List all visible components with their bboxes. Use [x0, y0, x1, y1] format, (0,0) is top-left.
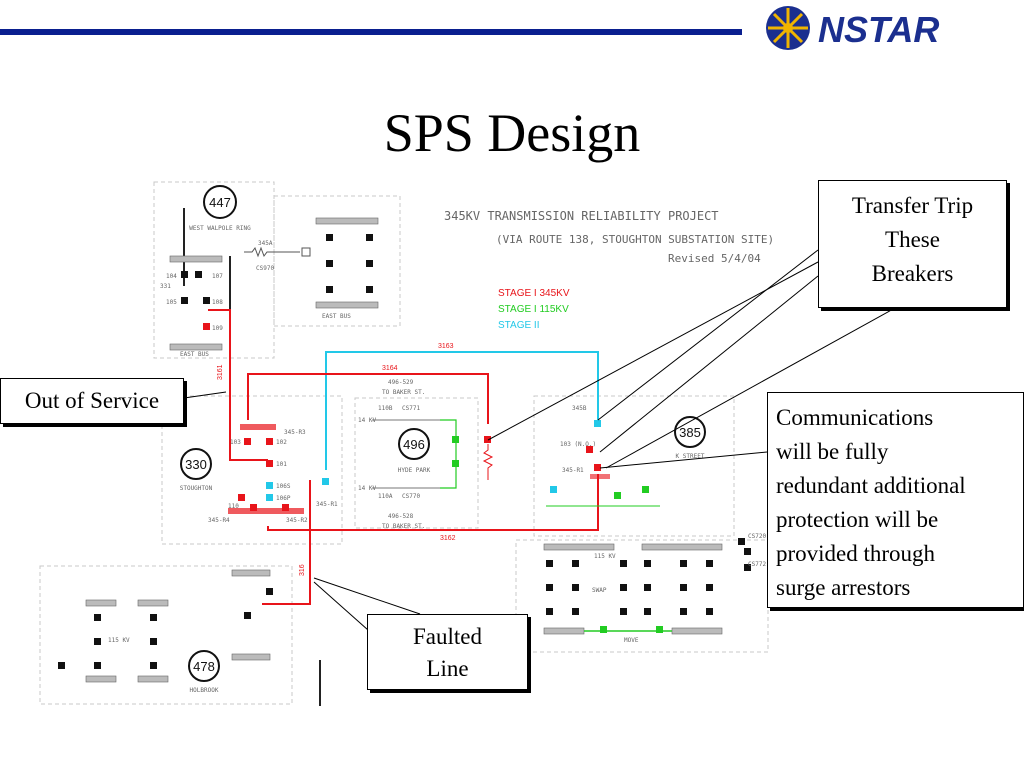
logo-text: NSTAR	[818, 9, 939, 50]
callout-transfer-line-2: These	[885, 227, 940, 252]
line-316	[262, 480, 311, 605]
line-3164	[247, 373, 489, 424]
swap-label: SWAP	[592, 587, 607, 594]
breaker-104: 104	[166, 273, 177, 280]
breaker-345-r3: 345-R3	[284, 429, 306, 436]
breaker-cs771: CS771	[402, 405, 420, 412]
breaker-cs720: CS720	[748, 533, 766, 540]
header-rule	[0, 29, 742, 35]
callout-comm-line-2: will be fully	[776, 439, 889, 464]
hyde-park-bus-top: 496-529	[388, 379, 414, 386]
breaker-101: 101	[276, 461, 287, 468]
breaker-345b: 345B	[572, 405, 587, 412]
hyde-park-bus-bottom-dest: TO BAKER ST.	[382, 523, 425, 530]
station-496-number: 496	[403, 437, 425, 452]
station-385-number: 385	[679, 425, 701, 440]
nstar-logo: NSTAR	[766, 6, 939, 50]
breaker-345-r4: 345-R4	[208, 517, 230, 524]
breaker-106s: 106S	[276, 483, 291, 490]
substation-outlines	[39, 181, 769, 705]
revised-date: Revised 5/4/04	[668, 252, 761, 265]
breaker-345-r1-kst: 345-R1	[562, 467, 584, 474]
line-3161-label: 3161	[217, 364, 224, 380]
callout-communications: Communications will be fully redundant a…	[767, 392, 1024, 608]
line-3162	[267, 474, 599, 531]
breaker-110a: 110A	[378, 493, 393, 500]
breaker-106p: 106P	[276, 495, 291, 502]
hyde-park-bus-top-dest: TO BAKER ST.	[382, 389, 425, 396]
station-447-number: 447	[209, 195, 231, 210]
hyde-park-voltage-top: 14 KV	[358, 417, 376, 424]
legend-stage1-345: STAGE I 345KV	[498, 288, 570, 299]
east-bus-block: EAST BUS	[315, 217, 379, 320]
callout-transfer-line-1: Transfer Trip	[851, 193, 974, 218]
station-478-name: HOLBROOK	[190, 687, 219, 694]
breaker-cs772: CS772	[748, 561, 766, 568]
station-330-number: 330	[185, 457, 207, 472]
callout-fault-line-2: Line	[426, 656, 469, 681]
breaker-105: 105	[166, 299, 177, 306]
holbrook-voltage: 115 KV	[108, 637, 130, 644]
hyde-park-voltage-bottom: 14 KV	[358, 485, 376, 492]
callout-transfer-trip: Transfer Trip These Breakers	[818, 180, 1007, 308]
line-3163-label: 3163	[438, 343, 454, 350]
station-478-number: 478	[193, 659, 215, 674]
project-title: 345KV TRANSMISSION RELIABILITY PROJECT	[444, 209, 719, 223]
breaker-110: 110	[228, 503, 239, 510]
nstar-sun-logo-icon	[766, 6, 810, 50]
legend-stage2: STAGE II	[498, 320, 540, 331]
breaker-345-r1-stoughton: 345-R1	[316, 501, 338, 508]
station-k-street: 385 K STREET 345B 103 (N.O.) 345-R1	[546, 405, 706, 507]
legend-stage1-115: STAGE I 115KV	[498, 304, 569, 315]
callout-comm-line-5: provided through	[776, 541, 936, 566]
east-bus-label: EAST BUS	[322, 313, 351, 320]
breaker-331: 331	[160, 283, 171, 290]
swap-yard: 115 KV SWAP MOVE CS720 CS772	[543, 533, 766, 644]
station-stoughton: 103 102 101 106S 106P 110 345-R3 345-R4 …	[180, 424, 338, 524]
breaker-103-no: 103 (N.O.)	[560, 441, 596, 448]
callout-transfer-line-3: Breakers	[871, 261, 954, 286]
station-west-walpole: 104 107 105 108 109 331 EAST BUS 345A CS…	[160, 185, 311, 378]
station-447-name: WEST WALPOLE RING	[189, 225, 251, 232]
breaker-110b: 110B	[378, 405, 393, 412]
breaker-cs970: CS970	[256, 265, 274, 272]
project-subtitle: (VIA ROUTE 138, STOUGHTON SUBSTATION SIT…	[496, 233, 774, 246]
breaker-107: 107	[212, 273, 223, 280]
callout-fault-line-1: Faulted	[413, 624, 482, 649]
station-hyde-park: 496 HYDE PARK 496-529 TO BAKER ST. 496-5…	[358, 379, 494, 530]
station-385-name: K STREET	[676, 453, 705, 460]
west-walpole-bus-label: EAST BUS	[180, 351, 209, 358]
breaker-345a: 345A	[258, 240, 273, 247]
breaker-cs770: CS770	[402, 493, 420, 500]
line-3163	[325, 351, 599, 470]
breaker-102: 102	[276, 439, 287, 446]
line-3162-label: 3162	[440, 535, 456, 542]
callout-comm-line-6: surge arrestors	[776, 575, 911, 600]
callout-faulted-line: Faulted Line	[367, 614, 528, 690]
breaker-345-r2: 345-R2	[286, 517, 308, 524]
callout-comm-line-4: protection will be	[776, 507, 939, 532]
callout-comm-line-1: Communications	[776, 405, 934, 430]
line-316-label: 316	[299, 564, 306, 576]
station-holbrook: 478 HOLBROOK 115 KV	[58, 569, 321, 706]
move-label: MOVE	[624, 637, 639, 644]
line-3164-label: 3164	[382, 365, 398, 372]
station-496-name: HYDE PARK	[398, 467, 431, 474]
hyde-park-bus-bottom: 496-528	[388, 513, 414, 520]
callout-comm-line-3: redundant additional	[776, 473, 966, 498]
swap-yard-voltage: 115 KV	[594, 553, 616, 560]
line-3161	[208, 309, 268, 461]
callout-pointers	[183, 249, 896, 631]
breaker-109: 109	[212, 325, 223, 332]
callout-out-of-service: Out of Service	[0, 378, 184, 424]
slide-title: SPS Design	[383, 103, 641, 163]
station-330-name: STOUGHTON	[180, 485, 213, 492]
breaker-103: 103	[230, 439, 241, 446]
breaker-108: 108	[212, 299, 223, 306]
